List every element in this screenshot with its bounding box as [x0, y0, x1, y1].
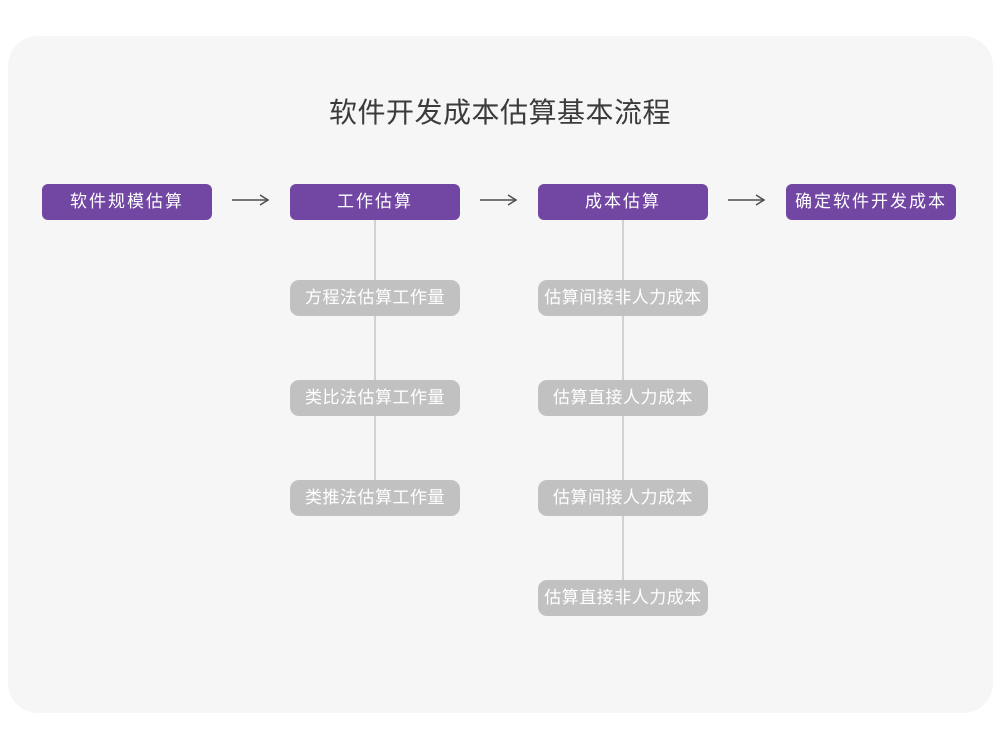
work-estimation-connector-line — [374, 220, 376, 490]
node-extrapolation-method-workload: 类推法估算工作量 — [290, 480, 460, 516]
node-determine-development-cost: 确定软件开发成本 — [786, 184, 956, 220]
flow-arrow-icon — [728, 194, 766, 206]
node-work-estimation: 工作估算 — [290, 184, 460, 220]
node-software-scale-estimation: 软件规模估算 — [42, 184, 212, 220]
diagram-canvas — [8, 36, 993, 713]
flow-arrow-icon — [480, 194, 518, 206]
node-equation-method-workload: 方程法估算工作量 — [290, 280, 460, 316]
page-title: 软件开发成本估算基本流程 — [328, 97, 671, 128]
flow-arrow-icon — [232, 194, 270, 206]
node-direct-labor-cost: 估算直接人力成本 — [538, 380, 708, 416]
node-indirect-nonlabor-cost: 估算间接非人力成本 — [538, 280, 708, 316]
node-direct-nonlabor-cost: 估算直接非人力成本 — [538, 580, 708, 616]
node-analogy-method-workload: 类比法估算工作量 — [290, 380, 460, 416]
node-indirect-labor-cost: 估算间接人力成本 — [538, 480, 708, 516]
node-cost-estimation: 成本估算 — [538, 184, 708, 220]
